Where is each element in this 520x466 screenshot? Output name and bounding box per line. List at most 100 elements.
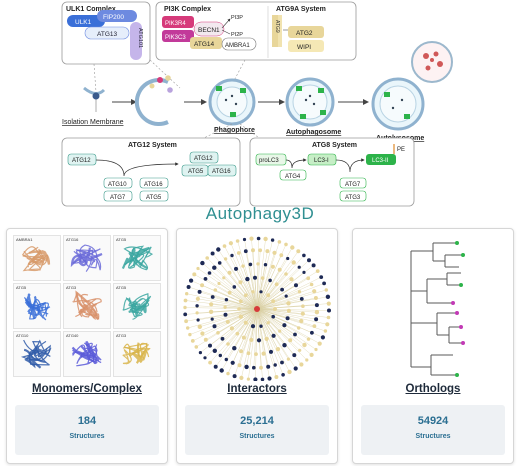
network-node [271, 299, 276, 304]
ortholog-leaf-node [455, 311, 459, 315]
network-node [208, 309, 214, 314]
orthologs-card[interactable]: Orthologs 54924 Structures [352, 228, 514, 464]
lc3-i-label: LC3-I [314, 158, 329, 164]
network-node [285, 316, 290, 321]
ortholog-leaf-node [455, 241, 459, 245]
network-node [251, 248, 255, 253]
network-node [294, 283, 298, 288]
network-node [266, 364, 271, 369]
network-node [312, 324, 317, 328]
network-node [218, 353, 222, 358]
structure-thumbnail[interactable]: ATG10 [13, 331, 61, 377]
network-node [263, 236, 268, 242]
network-node [309, 282, 314, 287]
network-node [326, 315, 331, 320]
network-node [238, 314, 243, 319]
structure-thumbnail[interactable]: ATG5 [113, 235, 161, 281]
network-node [210, 295, 215, 299]
structure-thumbnail[interactable]: ATG16 [63, 235, 111, 281]
pik3r4-label: PIK3R4 [165, 21, 186, 27]
network-node [292, 353, 297, 358]
network-node [302, 253, 306, 258]
network-node [230, 360, 235, 365]
network-node [196, 318, 200, 322]
structure-thumbnail[interactable]: ATG5 [113, 283, 161, 329]
network-node [287, 369, 292, 375]
atg101-label: ATG101 [137, 28, 143, 48]
network-node [281, 373, 285, 377]
network-node [239, 349, 244, 354]
orthologs-stat-box: 54924 Structures [361, 405, 505, 455]
network-node [256, 236, 261, 241]
network-node [232, 346, 237, 351]
network-node [272, 250, 277, 255]
network-node [286, 301, 291, 306]
network-node [189, 278, 194, 283]
monomers-complex-link[interactable]: Monomers/Complex [32, 383, 142, 395]
network-node [236, 251, 241, 255]
network-node [207, 271, 212, 275]
autophagosome-label: Autophagosome [286, 129, 341, 136]
network-node [198, 351, 202, 355]
protein-structure-render [70, 244, 103, 272]
structure-thumbnail[interactable]: ATG40 [63, 331, 111, 377]
crescent-stage [134, 75, 173, 126]
prolc3-label: proLC3 [259, 158, 279, 164]
network-node [194, 345, 199, 349]
pik3c3-label: PIK3C3 [165, 35, 186, 41]
network-node [209, 302, 214, 307]
network-node [263, 263, 268, 267]
atg9-label: ATG9 [274, 20, 280, 33]
network-node [190, 339, 195, 343]
network-node [213, 288, 218, 292]
network-node [192, 272, 197, 277]
network-node [297, 326, 301, 330]
structure-thumbnail[interactable]: AMBRA1 [13, 235, 61, 281]
network-node [210, 317, 214, 321]
network-node [184, 319, 188, 324]
network-node [203, 356, 207, 360]
network-node [299, 318, 304, 324]
network-node [183, 298, 188, 303]
atg16-label: ATG16 [144, 182, 163, 188]
interactors-card[interactable]: Interactors 25,214 Structures [176, 228, 338, 464]
protein-structure-render [20, 339, 52, 369]
network-node [317, 341, 322, 346]
network-node [268, 278, 272, 283]
network-node [216, 247, 221, 252]
network-node [310, 330, 314, 335]
orthologs-count: 54924 [417, 415, 449, 427]
isolation-membrane-label: Isolation Membrane [62, 119, 124, 126]
interaction-network-graph [183, 236, 331, 381]
protein-structure-render [122, 293, 152, 320]
protein-structure-render [23, 293, 51, 321]
network-node [223, 305, 227, 309]
network-node [208, 360, 212, 365]
structure-thumbnail[interactable]: ATG3 [113, 331, 161, 377]
network-node [273, 307, 277, 311]
network-hub-node [254, 306, 260, 312]
network-node [228, 241, 233, 246]
network-node [185, 292, 189, 296]
network-node [274, 375, 279, 379]
network-node [251, 290, 255, 294]
structure-thumbnail[interactable]: ATG5 [13, 283, 61, 329]
network-node [284, 272, 288, 276]
orthologs-link[interactable]: Orthologs [405, 383, 461, 395]
ulk1-complex-title: ULK1 Complex [66, 6, 116, 13]
network-node [266, 293, 271, 298]
network-node [232, 374, 237, 379]
fip200-label: FIP200 [103, 14, 124, 21]
pe-label: PE [397, 147, 405, 153]
atg16-product-label: ATG16 [212, 169, 231, 175]
interactors-link[interactable]: Interactors [227, 383, 287, 395]
network-node [239, 375, 244, 380]
network-node [297, 290, 302, 294]
network-node [324, 288, 328, 292]
structure-thumbnail[interactable]: ATG3 [63, 283, 111, 329]
atg5-product-label: ATG5 [188, 169, 204, 175]
network-node [289, 277, 294, 282]
network-node [235, 239, 240, 243]
